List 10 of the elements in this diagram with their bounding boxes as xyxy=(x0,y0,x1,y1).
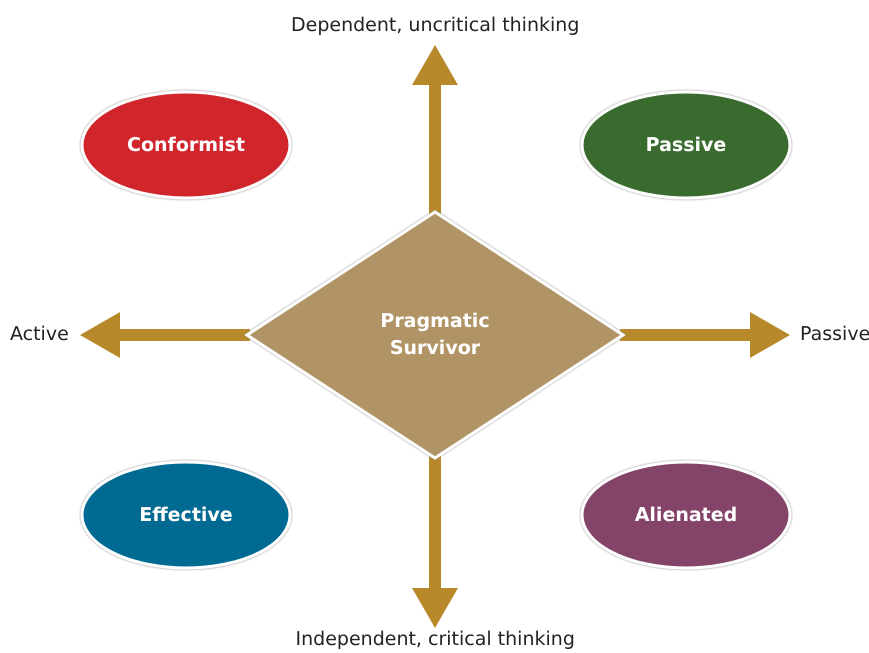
node-label: Effective xyxy=(139,502,233,528)
axis-label: Independent, critical thinking xyxy=(296,628,575,650)
node-label: Pragmatic Survivor xyxy=(379,309,491,361)
node-label: Conformist xyxy=(127,132,245,158)
node-label: Passive xyxy=(646,132,726,158)
node-label: Alienated xyxy=(634,502,738,528)
axis-label: Active xyxy=(10,323,69,345)
axis-label: Passive xyxy=(800,323,869,345)
axis-label: Dependent, uncritical thinking xyxy=(291,14,580,36)
decision-diamond xyxy=(245,210,625,460)
